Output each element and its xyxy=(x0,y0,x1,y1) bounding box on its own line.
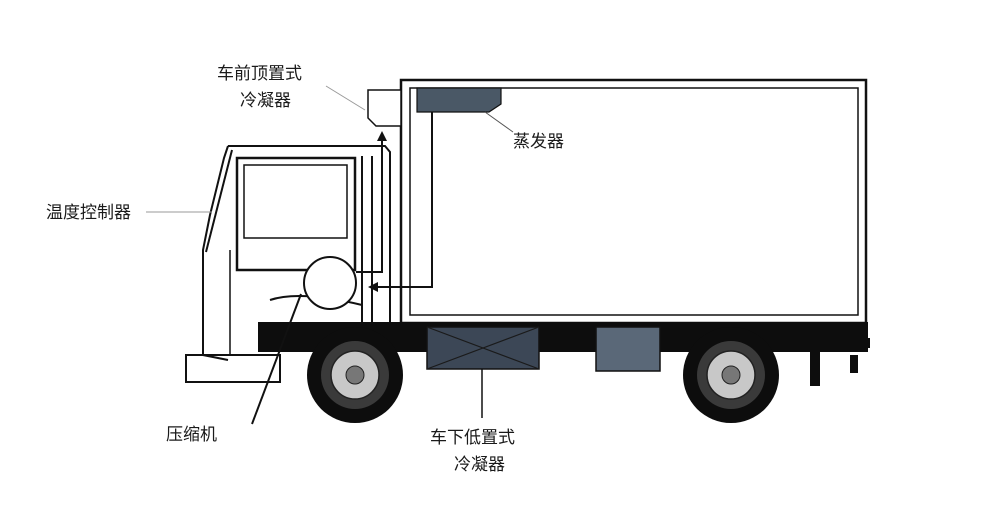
label-evaporator: 蒸发器 xyxy=(513,132,564,152)
label-roof-condenser-line1: 车前顶置式 xyxy=(217,64,302,84)
fuel-tank xyxy=(595,326,661,372)
rear-wheel xyxy=(683,327,779,423)
leader-lines xyxy=(146,85,514,425)
flow-arrow-left xyxy=(368,282,378,292)
rear-bumper xyxy=(845,338,870,348)
front-wheel xyxy=(307,327,403,423)
cargo-box xyxy=(399,78,868,325)
compressor-unit xyxy=(303,256,357,310)
label-under-condenser-line2: 冷凝器 xyxy=(454,455,505,475)
evaporator-unit xyxy=(416,87,502,113)
label-roof-condenser-line2: 冷凝器 xyxy=(240,91,291,111)
label-thermostat: 温度控制器 xyxy=(46,203,131,223)
roof-condenser-unit xyxy=(367,89,402,127)
flow-arrow-up xyxy=(377,131,387,141)
refrigerant-piping xyxy=(356,112,433,288)
under-condenser-unit xyxy=(426,326,540,370)
label-under-condenser-line1: 车下低置式 xyxy=(430,428,515,448)
label-compressor: 压缩机 xyxy=(166,425,217,445)
